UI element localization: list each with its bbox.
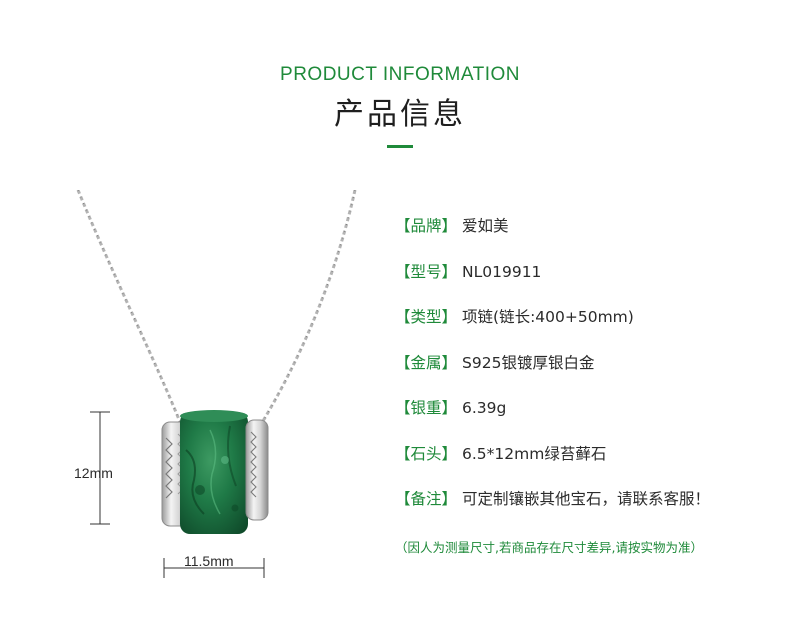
spec-row-model: 【型号】NL019911 — [395, 250, 795, 296]
width-dimension-line — [163, 558, 265, 578]
silver-ring-right — [245, 419, 269, 521]
chain-right — [258, 190, 357, 427]
height-dimension-label: 12mm — [74, 465, 113, 481]
header-english-title: PRODUCT INFORMATION — [280, 64, 520, 85]
necklace-pendant-image — [76, 190, 357, 578]
header-divider — [387, 145, 413, 148]
spec-row-stone: 【石头】6.5*12mm绿苔藓石 — [395, 432, 795, 478]
spec-value: 项链(链长:400+50mm) — [462, 308, 634, 326]
spec-value: 爱如美 — [462, 217, 509, 235]
spec-value: 6.39g — [462, 399, 507, 417]
spec-value: 可定制镶嵌其他宝石，请联系客服！ — [462, 490, 711, 508]
spec-value: NL019911 — [462, 262, 542, 281]
spec-row-metal: 【金属】S925银镀厚银白金 — [395, 341, 795, 387]
spec-label: 【石头】 — [395, 444, 458, 463]
size-disclaimer-note: （因人为测量尺寸,若商品存在尺寸差异,请按实物为准） — [395, 540, 703, 555]
spec-row-type: 【类型】项链(链长:400+50mm) — [395, 295, 795, 341]
spec-label: 【型号】 — [395, 262, 458, 281]
height-dimension-line — [90, 411, 110, 525]
spec-label: 【品牌】 — [395, 217, 458, 235]
spec-value: 6.5*12mm绿苔藓石 — [462, 444, 607, 463]
spec-row-weight: 【银重】6.39g — [395, 386, 795, 432]
spec-row-remark: 【备注】可定制镶嵌其他宝石，请联系客服！ — [395, 477, 795, 523]
spec-value: S925银镀厚银白金 — [462, 353, 595, 372]
header-chinese-title: 产品信息 — [334, 97, 466, 132]
spec-label: 【金属】 — [395, 353, 458, 372]
width-dimension-label: 11.5mm — [184, 553, 234, 569]
spec-label: 【备注】 — [395, 490, 458, 508]
green-moss-stone — [180, 410, 248, 534]
chain-left — [76, 190, 182, 423]
spec-list: 【品牌】爱如美 【型号】NL019911 【类型】项链(链长:400+50mm)… — [395, 204, 795, 523]
spec-label: 【类型】 — [395, 308, 458, 326]
spec-row-brand: 【品牌】爱如美 — [395, 204, 795, 250]
spec-label: 【银重】 — [395, 399, 458, 417]
